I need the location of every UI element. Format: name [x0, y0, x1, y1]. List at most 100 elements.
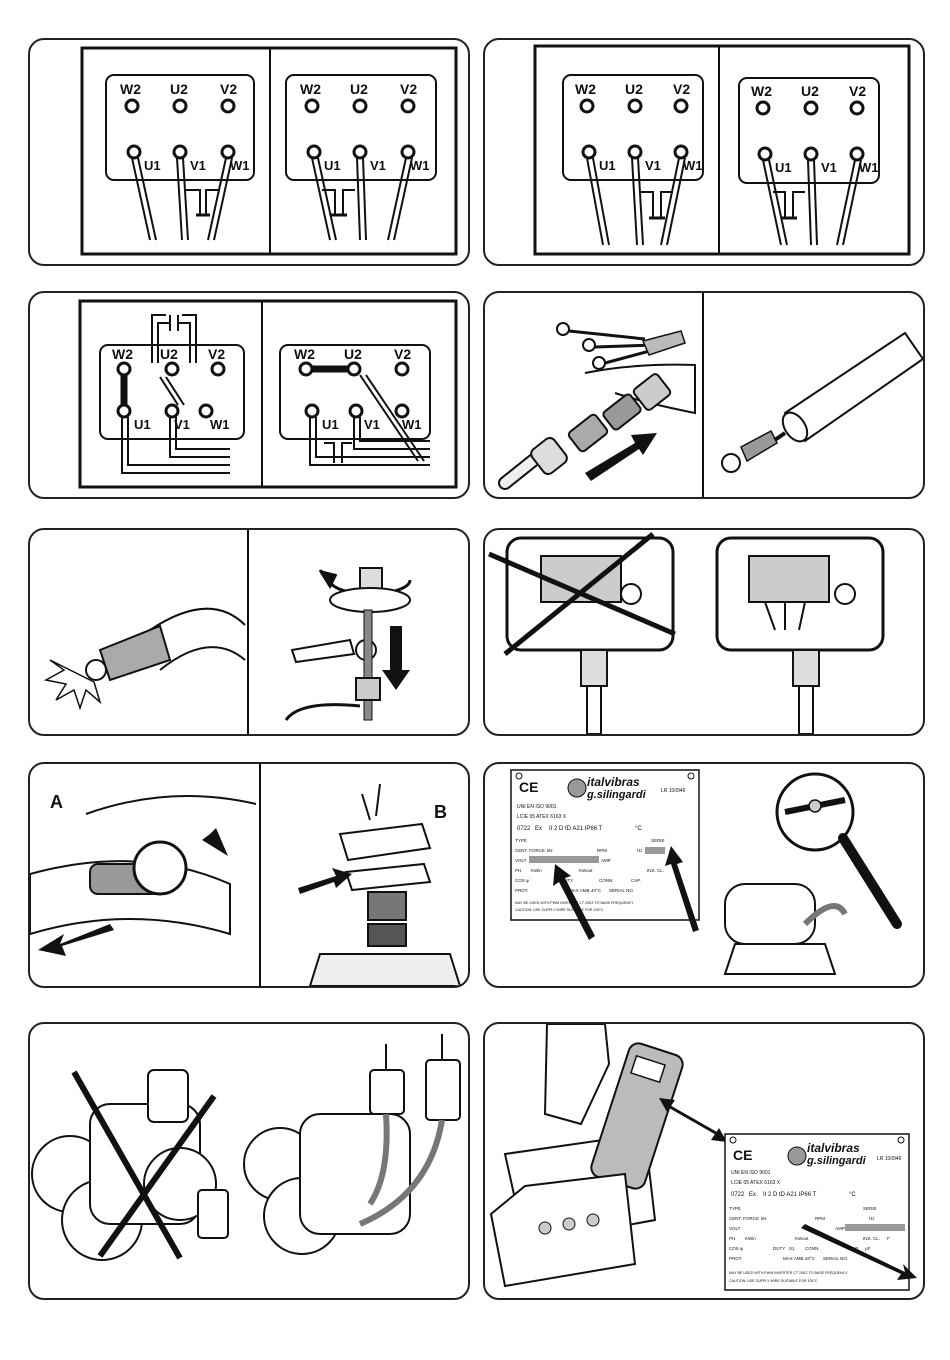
label-u1: U1	[144, 158, 161, 173]
terminal-box-incorrect	[488, 532, 676, 734]
atex-code: LCIE 05 ATEX 6163 X	[517, 814, 567, 820]
field-cos: COS φ	[729, 1246, 743, 1251]
field-serie: SERIE	[863, 1206, 877, 1211]
field-cent-force: CENT. FORCE	[515, 848, 545, 853]
label-v2: V2	[673, 81, 690, 97]
label-u2: U2	[350, 81, 368, 97]
label-w2: W2	[300, 81, 321, 97]
field-kw-in: KWin	[531, 868, 542, 873]
label-w1: W1	[410, 158, 430, 173]
label-u1: U1	[324, 158, 341, 173]
field-cent-force: CENT. FORCE	[729, 1216, 759, 1221]
panel-wiring-star-delta-2: W2 U2 V2 U1 V1 W1 W2 U2 V2 U1 V1 W1	[483, 38, 925, 266]
iso-badge: UNI EN ISO 9001	[731, 1170, 771, 1176]
field-cos: COS φ	[515, 878, 529, 883]
field-cap: CAP.	[631, 878, 641, 883]
lr-number: LR 100946	[661, 788, 686, 794]
field-duty-value: S1	[789, 1246, 795, 1251]
panel-crimp-and-mount	[28, 528, 470, 736]
double-arrow-icon	[659, 1098, 727, 1142]
ex-code: 0722	[731, 1192, 745, 1198]
label-w1: W1	[230, 158, 250, 173]
field-prot: PROT.	[515, 888, 528, 893]
label-w1: W1	[210, 417, 230, 432]
step-label-a: A	[50, 792, 63, 812]
ce-mark: CE	[519, 779, 538, 795]
field-duty: DUTY	[561, 878, 573, 883]
brand-name-top: italvibras	[587, 775, 640, 789]
rating-plate-illustration: CE italvibras g.silingardi LR 100946 UNI…	[510, 769, 902, 975]
plate-warning-2: CAUTION: USE SUPPLY WIRE SUITABLE FOR 10…	[729, 1279, 818, 1283]
field-rpm: RPM	[597, 848, 607, 853]
field-ph: PH.	[729, 1236, 737, 1241]
right-arrow-icon	[298, 868, 352, 894]
field-max-amb: MAX AMB.	[783, 1256, 805, 1261]
terminal-box-left: W2 U2 V2 U1 V1 W1	[105, 74, 255, 241]
cross-mark-icon	[97, 1094, 217, 1258]
field-serie: SERIE	[651, 838, 665, 843]
ex-mark: Ex	[535, 826, 542, 832]
field-rpm: RPM	[815, 1216, 825, 1221]
deg-c: °C	[635, 826, 642, 832]
terminal-wiring-diagram: W2 U2 V2 U1 V1 W1 W2 U2 V2 U1 V1 W1	[533, 44, 911, 256]
field-conn: CONN.	[599, 878, 614, 883]
label-w1: W1	[683, 158, 703, 173]
label-v2: V2	[849, 83, 866, 99]
label-v1: V1	[364, 417, 380, 432]
plate-warning-1: MAY BE USED WITH PWM INVERTER CT 20KZ TO…	[729, 1271, 848, 1275]
panel-wiring-star-delta-1: W2 U2 V2 U1 V1 W1 W2 U2 V2 U1 V1 W1	[28, 38, 470, 266]
ex-rating: II 2 D tD A21 IP66 T	[763, 1192, 817, 1198]
brand-name-bottom: g.silingardi	[586, 789, 647, 801]
field-kw-in: KWin	[745, 1236, 756, 1241]
label-u1: U1	[134, 417, 151, 432]
label-w2: W2	[575, 81, 596, 97]
assembly-illustration: A B	[30, 764, 462, 986]
plate-warning-2: CAUTION: USE SUPPLY WIRE SUITABLE FOR 10…	[515, 908, 604, 912]
label-v1: V1	[370, 158, 386, 173]
field-ins-cl: INS. CL.	[647, 868, 664, 873]
cable-with-ring-terminal	[721, 331, 923, 473]
label-v1: V1	[645, 158, 661, 173]
wrench-tightening	[30, 795, 257, 956]
field-ins-cl-value: F	[887, 1236, 890, 1241]
terminal-box-right: W2 U2 V2 U1 V1 W1	[738, 77, 880, 246]
field-kn: kN	[761, 1216, 767, 1221]
label-w2: W2	[751, 83, 772, 99]
label-v2: V2	[220, 81, 237, 97]
terminal-box-right: W2 U2 V2 U1 V1 W1	[285, 74, 437, 241]
meter-display	[630, 1054, 666, 1084]
label-v2: V2	[208, 346, 225, 362]
label-w2: W2	[120, 81, 141, 97]
label-w1: W1	[859, 160, 879, 175]
field-ins-cl: INS. CL.	[863, 1236, 880, 1241]
label-w2: W2	[294, 346, 315, 362]
vibrator-incorrect	[31, 1069, 229, 1261]
label-u1: U1	[775, 160, 792, 175]
spark-icon	[43, 659, 102, 711]
terminal-box-left: W2 U2 V2 U1 V1 W1	[562, 74, 704, 246]
field-kn: kN	[547, 848, 553, 853]
brand-name-top: italvibras	[807, 1141, 860, 1155]
label-u2: U2	[170, 81, 188, 97]
label-v2: V2	[394, 346, 411, 362]
field-duty: DUTY	[773, 1246, 785, 1251]
vibrator-correct	[243, 1034, 461, 1255]
rating-plate: CE italvibras g.silingardi LR 100946 UNI…	[724, 1133, 917, 1291]
left-arrow-icon	[38, 924, 114, 956]
field-hz: Hz	[869, 1216, 875, 1221]
field-amp: AMP	[601, 858, 611, 863]
field-volt: VOLT	[729, 1226, 741, 1231]
field-max-amb-value: 40°C	[591, 888, 602, 893]
ring-terminal-wires	[556, 322, 686, 370]
panel-terminal-box-wrong-right	[483, 528, 925, 736]
terminal-box-open	[489, 1172, 637, 1288]
terminal-box-right: W2 U2 V2 U1 V1 W1	[279, 344, 431, 466]
label-u2: U2	[625, 81, 643, 97]
label-u1: U1	[599, 158, 616, 173]
field-serial: SERIAL NO.	[823, 1256, 848, 1261]
step-label-b: B	[434, 802, 447, 822]
field-type: TYPE	[515, 838, 527, 843]
label-v1: V1	[190, 158, 206, 173]
pointer-arrow-icon	[665, 846, 699, 932]
cross-mark-icon	[503, 532, 655, 656]
